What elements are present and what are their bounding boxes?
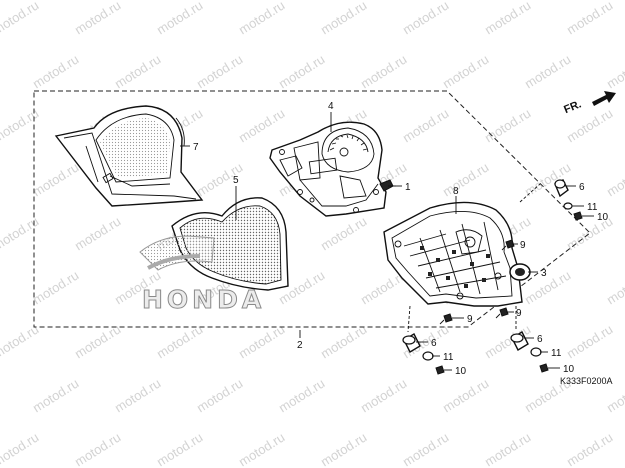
diagram-code: K333F0200A <box>560 376 613 386</box>
callout-11-lower-right: 11 <box>551 348 562 359</box>
callout-10-lower-right: 10 <box>563 364 575 375</box>
callout-2: 2 <box>297 340 303 351</box>
callout-4: 4 <box>328 101 334 112</box>
callout-6-lower-right: 6 <box>537 334 543 345</box>
callout-5: 5 <box>233 175 239 186</box>
callout-11-lower-left: 11 <box>443 352 454 363</box>
honda-logo-text: HONDA <box>142 285 265 314</box>
callout-10-lower-left: 10 <box>455 366 467 377</box>
callout-1: 1 <box>405 182 411 193</box>
mount-set-lower-left <box>402 333 445 375</box>
assembly-frame <box>33 90 591 328</box>
callout-6-lower-left: 6 <box>431 338 437 349</box>
callout-7: 7 <box>193 142 199 153</box>
callout-8: 8 <box>453 186 459 197</box>
part-3-grommet <box>509 263 531 281</box>
callout-9-left: 9 <box>467 314 473 325</box>
front-direction-indicator: FR. <box>562 91 616 116</box>
callout-9-upper: 9 <box>520 240 526 251</box>
leader-lines <box>180 112 594 371</box>
callout-6-upper: 6 <box>579 182 585 193</box>
part-9-screw-a <box>501 239 515 251</box>
part-7-meter-visor <box>54 105 204 207</box>
mount-set-lower-right <box>510 331 549 373</box>
callout-10-upper: 10 <box>597 212 609 223</box>
callout-11-upper: 11 <box>587 202 598 213</box>
part-8-lower-case <box>383 201 523 307</box>
front-arrow-icon <box>592 91 616 106</box>
part-4-meter-assembly <box>269 121 387 217</box>
part-5-meter-gasket <box>171 197 289 291</box>
callout-9-right: 9 <box>516 308 522 319</box>
front-label: FR. <box>562 98 583 116</box>
part-9-screw-b <box>495 307 509 319</box>
honda-logo: HONDA <box>139 235 265 315</box>
callout-3: 3 <box>541 268 547 279</box>
part-9-screw-c <box>439 313 453 325</box>
